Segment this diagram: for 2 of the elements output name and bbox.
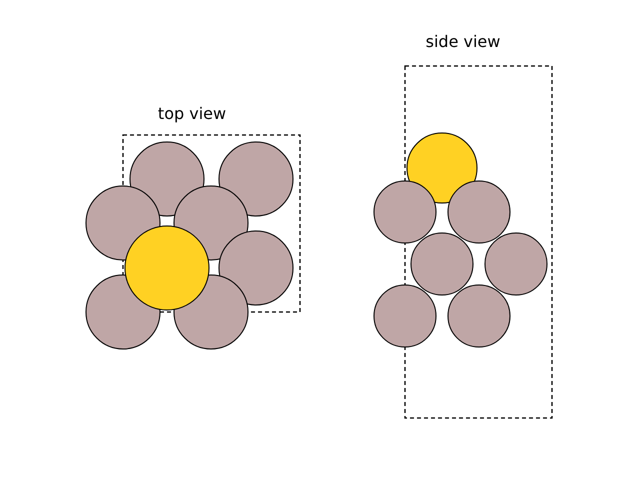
view-title: side view: [426, 32, 500, 51]
view-title: top view: [158, 104, 226, 123]
